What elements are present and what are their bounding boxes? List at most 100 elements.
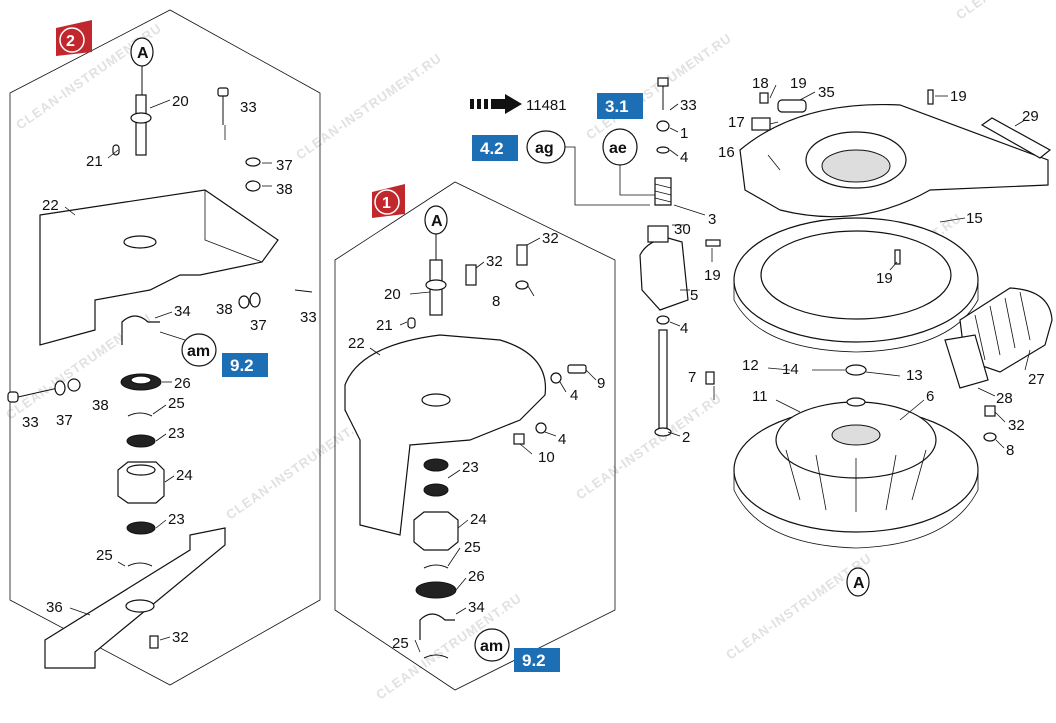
circlip xyxy=(127,412,153,417)
part-label[interactable]: 3 xyxy=(708,211,716,228)
part-label[interactable]: 12 xyxy=(742,357,759,374)
part-label[interactable]: 1 xyxy=(680,125,688,142)
part-label[interactable]: 32 xyxy=(542,230,559,247)
badge-9-2[interactable] xyxy=(222,353,268,377)
part-label[interactable]: 22 xyxy=(42,197,59,214)
part-label[interactable]: 10 xyxy=(538,449,555,466)
part-label[interactable]: 32 xyxy=(172,629,189,646)
part-label[interactable]: 15 xyxy=(966,210,983,227)
clip-17 xyxy=(751,117,771,131)
bushing xyxy=(656,120,670,132)
code-circle-am[interactable] xyxy=(474,628,510,662)
part-label[interactable]: 22 xyxy=(348,335,365,352)
part-label[interactable]: 38 xyxy=(276,181,293,198)
part-label[interactable]: 30 xyxy=(674,221,691,238)
hose-clamp-28 xyxy=(944,334,989,389)
part-label[interactable]: 25 xyxy=(464,539,481,556)
badge-4-2[interactable] xyxy=(472,135,518,161)
code-ag-label: ag xyxy=(535,140,554,157)
part-label[interactable]: 25 xyxy=(96,547,113,564)
part-label[interactable]: 32 xyxy=(486,253,503,270)
part-label[interactable]: 9 xyxy=(597,375,605,392)
badge-3-1[interactable] xyxy=(597,93,643,119)
part-label[interactable]: 14 xyxy=(782,361,799,378)
part-label[interactable]: 24 xyxy=(176,467,193,484)
part-label[interactable]: 28 xyxy=(996,390,1013,407)
part-label[interactable]: 13 xyxy=(906,367,923,384)
part-label[interactable]: 37 xyxy=(276,157,293,174)
leader-ag xyxy=(565,146,650,206)
washer xyxy=(54,380,66,396)
part-label[interactable]: 23 xyxy=(168,425,185,442)
part-label[interactable]: 5 xyxy=(690,287,698,304)
part-label[interactable]: 21 xyxy=(376,317,393,334)
bolt xyxy=(567,364,587,374)
part-label[interactable]: 37 xyxy=(56,412,73,429)
part-label[interactable]: 19 xyxy=(876,270,893,287)
part-label[interactable]: 38 xyxy=(216,301,233,318)
part-label[interactable]: 4 xyxy=(558,431,566,448)
shaft xyxy=(135,94,147,156)
part-label[interactable]: 32 xyxy=(1008,417,1025,434)
part-label[interactable]: 27 xyxy=(1028,371,1045,388)
view-marker-a xyxy=(846,567,870,597)
screw xyxy=(465,264,477,286)
part-label[interactable]: 6 xyxy=(926,388,934,405)
part-label[interactable]: 37 xyxy=(250,317,267,334)
flap-5 xyxy=(639,237,689,311)
part-label[interactable]: 20 xyxy=(172,93,189,110)
view-marker-a-label: A xyxy=(137,45,149,62)
part-label[interactable]: 19 xyxy=(790,75,807,92)
part-label[interactable]: 29 xyxy=(1022,108,1039,125)
bolt-head xyxy=(654,427,672,437)
part-label[interactable]: 18 xyxy=(752,75,769,92)
washer xyxy=(249,292,261,308)
part-label[interactable]: 21 xyxy=(86,153,103,170)
part-label[interactable]: 34 xyxy=(174,303,191,320)
part-label[interactable]: 25 xyxy=(392,635,409,652)
part-label[interactable]: 20 xyxy=(384,286,401,303)
part-label[interactable]: 4 xyxy=(570,387,578,404)
bearing xyxy=(126,521,156,535)
bracket-fold xyxy=(204,190,263,263)
part-label[interactable]: 8 xyxy=(492,293,500,310)
part-label[interactable]: 4 xyxy=(680,320,688,337)
washer-13 xyxy=(846,397,866,407)
part-label[interactable]: 11 xyxy=(752,388,768,405)
part-label[interactable]: 23 xyxy=(462,459,479,476)
code-circle-am[interactable] xyxy=(181,333,217,367)
part-label[interactable]: 38 xyxy=(92,397,109,414)
part-label[interactable]: 33 xyxy=(22,414,39,431)
badge-9-2-label: 9.2 xyxy=(230,356,254,375)
view-marker-a-label: A xyxy=(853,575,865,592)
leader-lines xyxy=(64,99,272,641)
part-label[interactable]: 35 xyxy=(818,84,835,101)
part-label[interactable]: 23 xyxy=(168,511,185,528)
part-label[interactable]: 2 xyxy=(682,429,690,446)
part-label[interactable]: 25 xyxy=(168,395,185,412)
part-label[interactable]: 19 xyxy=(950,88,967,105)
part-label[interactable]: 17 xyxy=(728,114,745,131)
section-marker-2[interactable] xyxy=(59,27,85,53)
part-label[interactable]: 4 xyxy=(680,149,688,166)
part-label[interactable]: 33 xyxy=(680,97,697,114)
bracket-35 xyxy=(777,99,807,113)
part-label[interactable]: 34 xyxy=(468,599,485,616)
washer xyxy=(656,315,670,325)
part-label[interactable]: 16 xyxy=(718,144,735,161)
section-number-2: 2 xyxy=(66,33,75,50)
part-label[interactable]: 33 xyxy=(300,309,317,326)
part-label[interactable]: 19 xyxy=(704,267,721,284)
part-label[interactable]: 7 xyxy=(688,369,696,386)
part-label[interactable]: 26 xyxy=(468,568,485,585)
part-label[interactable]: 36 xyxy=(46,599,63,616)
badge-9-2[interactable] xyxy=(514,648,560,672)
bolt-shaft xyxy=(294,289,313,293)
part-label[interactable]: 24 xyxy=(470,511,487,528)
reference-arrow[interactable]: 11481 xyxy=(470,94,567,114)
part-label[interactable]: 8 xyxy=(1006,442,1014,459)
badge-4-2-label: 4.2 xyxy=(480,139,504,158)
part-label[interactable]: 26 xyxy=(174,375,191,392)
part-label[interactable]: 33 xyxy=(240,99,257,116)
section-marker-1[interactable] xyxy=(374,189,400,215)
